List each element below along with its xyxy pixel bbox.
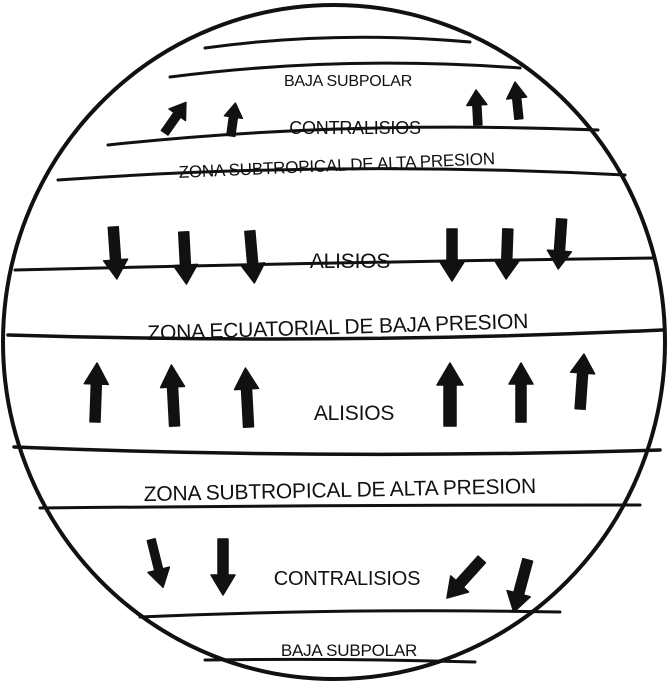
arrow-up-icon: [156, 97, 194, 139]
label-bottom-subtropical: ZONA SUBTROPICAL DE ALTA PRESION: [144, 475, 537, 506]
arrow-down-icon: [172, 231, 199, 284]
label-bottom-subpolar: BAJA SUBPOLAR: [281, 641, 417, 660]
arrow-up-icon: [568, 353, 596, 410]
label-top-subpolar: BAJA SUBPOLAR: [284, 73, 412, 90]
arrow-up-icon: [509, 363, 533, 422]
separator-line: [40, 505, 640, 508]
arrow-down-icon: [238, 230, 266, 284]
arrow-down-icon: [211, 539, 235, 595]
label-top-westerlies: CONTRALISIOS: [289, 118, 421, 138]
arrow-down-icon: [440, 229, 464, 281]
arrow-up-icon: [159, 364, 186, 426]
label-south-trades: ALISIOS: [314, 402, 394, 425]
arrow-down-icon: [438, 551, 491, 606]
arrow-down-icon: [502, 557, 539, 615]
separator-line: [140, 611, 560, 617]
label-north-trades: ALISIOS: [310, 250, 390, 273]
arrow-up-icon: [83, 363, 109, 423]
label-bottom-westerlies: CONTRALISIOS: [274, 568, 421, 590]
arrow-down-icon: [546, 218, 573, 270]
arrow-up-icon: [222, 102, 244, 137]
arrow-down-icon: [101, 226, 129, 280]
arrow-up-icon: [505, 81, 529, 120]
arrow-down-icon: [141, 537, 174, 590]
arrow-down-icon: [494, 229, 520, 280]
arrow-up-icon: [466, 90, 488, 126]
arrow-up-icon: [437, 363, 463, 426]
separator-line: [14, 447, 660, 454]
separator-line: [205, 37, 470, 48]
arrow-up-icon: [233, 367, 260, 427]
label-top-subtropical: ZONA SUBTROPICAL DE ALTA PRESION: [178, 149, 495, 182]
